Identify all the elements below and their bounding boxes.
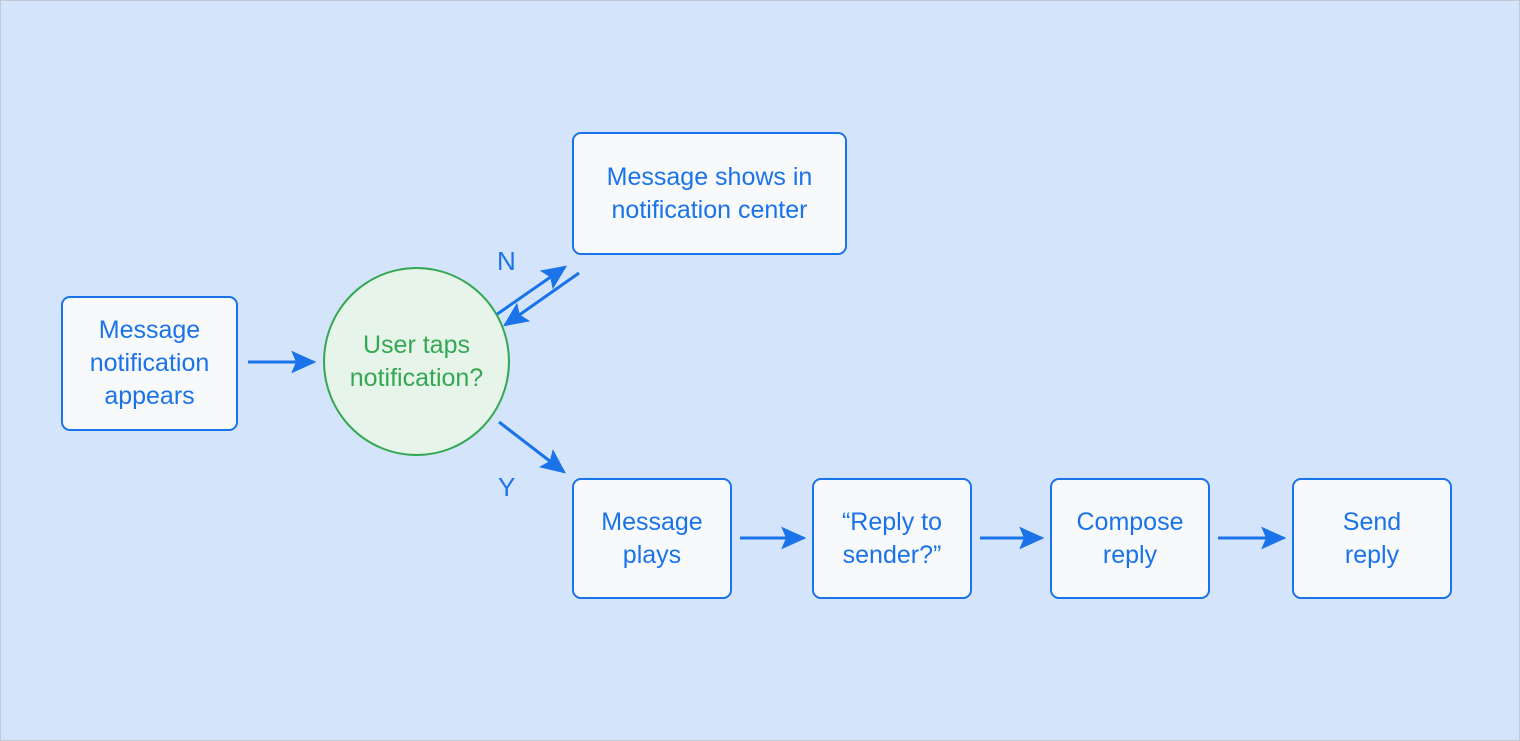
node-line: Message shows in	[606, 162, 813, 191]
node-line: reply	[1344, 540, 1400, 569]
node-user-taps-notification-decision[interactable]: User taps notification?	[323, 267, 510, 456]
node-line: notification center	[611, 195, 808, 224]
node-message-shows-in-notification-center[interactable]: Message shows in notification center	[572, 132, 847, 255]
node-message-notification-appears[interactable]: Message notification appears	[61, 296, 238, 431]
node-line: reply	[1102, 540, 1158, 569]
edge-label-yes: Y	[498, 472, 516, 502]
node-line: sender?”	[842, 540, 942, 569]
node-line: appears	[104, 382, 195, 410]
node-line: “Reply to	[841, 507, 943, 536]
edge-label-no: N	[497, 246, 516, 276]
edge-notification-center-to-decision	[503, 271, 580, 327]
node-line: Message	[98, 316, 201, 344]
node-compose-reply[interactable]: Compose reply	[1050, 478, 1210, 599]
node-reply-to-sender-prompt[interactable]: “Reply to sender?”	[812, 478, 972, 599]
node-line: notification?	[349, 363, 484, 392]
node-line: plays	[622, 540, 682, 569]
node-line: Compose	[1076, 507, 1184, 536]
node-line: Message	[601, 507, 703, 536]
node-line: notification	[89, 349, 210, 377]
node-line: User taps	[363, 330, 470, 359]
node-line: Send	[1342, 507, 1402, 536]
node-message-plays[interactable]: Message plays	[572, 478, 732, 599]
edge-decision-to-message-plays	[498, 420, 566, 474]
node-send-reply[interactable]: Send reply	[1292, 478, 1452, 599]
